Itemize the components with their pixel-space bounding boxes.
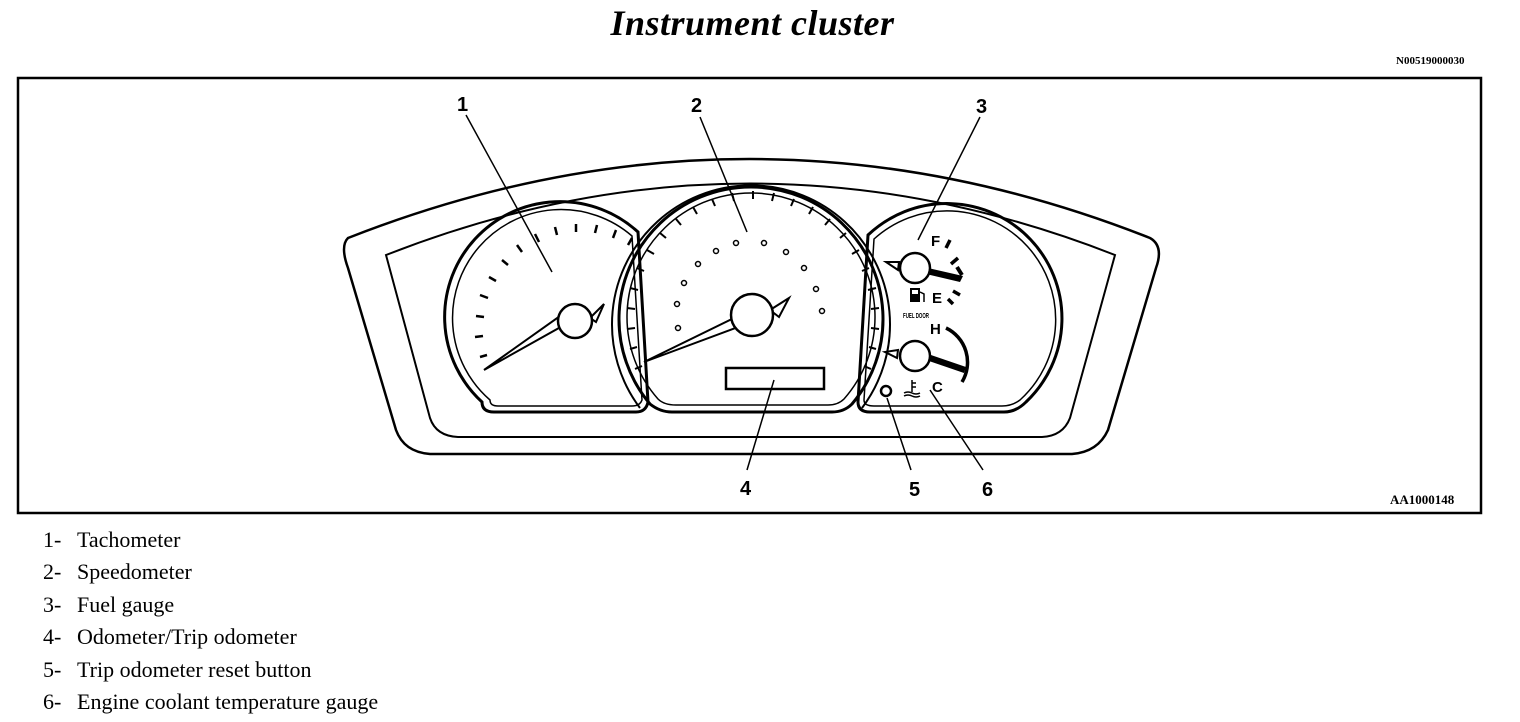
fuel-gauge-needle [926, 268, 963, 282]
tachometer [443, 200, 650, 414]
speedometer-housing-outer [617, 185, 885, 414]
document-code: N00519000030 [1396, 55, 1465, 67]
fuel-temp-gauge-panel: F E FUEL DOOR H C [856, 202, 1064, 414]
callout-3: 3 [976, 96, 987, 118]
odometer-display [724, 366, 826, 391]
legend-number: 3- [43, 591, 62, 617]
legend-item: 6- Engine coolant temperature gauge [43, 687, 378, 719]
temp-hot-label: H [930, 321, 941, 338]
fuel-empty-label: E [932, 290, 942, 307]
fuel-gauge-pointer-tail [882, 261, 901, 272]
figure-code: AA1000148 [1390, 492, 1455, 507]
legend-item: 2- Speedometer [43, 557, 378, 589]
fuel-door-label: FUEL DOOR [903, 313, 929, 320]
tachometer-housing-outer [443, 200, 650, 414]
speedometer-scale-dots [673, 239, 826, 332]
callout-leader-lines [465, 114, 984, 471]
cluster-housing-outer [342, 157, 1161, 456]
legend-label: Odometer/Trip odometer [77, 624, 297, 650]
legend-item: 5- Trip odometer reset button [43, 655, 378, 687]
callout-5: 5 [909, 479, 920, 501]
legend-label: Tachometer [77, 527, 181, 552]
speedometer-housing-inner [626, 192, 876, 406]
cluster-housing-inner [384, 182, 1117, 438]
tachometer-housing-inner [451, 208, 643, 407]
fuel-pump-icon [910, 288, 925, 302]
speedometer-needle [643, 316, 740, 363]
speedometer-pointer-tip [768, 295, 792, 319]
fuel-full-label: F [931, 233, 940, 250]
speedometer-hub [729, 292, 775, 338]
diagram-title: Instrument cluster [610, 3, 895, 43]
temp-gauge-pointer-tail [881, 348, 900, 360]
callout-1: 1 [457, 94, 468, 116]
legend-label: Engine coolant temperature gauge [77, 688, 379, 714]
trip-reset-button[interactable] [879, 384, 893, 398]
coolant-temperature-gauge: H C [881, 321, 970, 398]
temp-gauge-needle [926, 354, 966, 373]
legend-label: Fuel gauge [77, 591, 175, 617]
fuel-temp-housing-inner [863, 210, 1057, 407]
legend-item: 4- Odometer/Trip odometer [43, 622, 378, 654]
temp-gauge-arc [945, 326, 970, 383]
temp-cold-label: C [932, 379, 943, 396]
tachometer-ticks [474, 224, 634, 359]
legend-number: 1- [43, 527, 62, 552]
fuel-gauge: F E FUEL DOOR [882, 233, 964, 320]
legend-number: 2- [43, 559, 62, 585]
coolant-temperature-icon [903, 380, 921, 398]
legend-list: 1-Tachometer 2-Speedometer 3-Fuel gauge … [43, 525, 378, 719]
legend-item: 1- Tachometer [43, 525, 378, 557]
speedometer [611, 184, 891, 414]
legend-number: 6- [43, 688, 62, 714]
legend-item: 3- Fuel gauge [43, 590, 378, 622]
temp-gauge-hub [898, 339, 932, 373]
legend-label: Trip odometer reset button [77, 656, 312, 682]
legend-number: 5- [43, 656, 62, 682]
fuel-gauge-hub [898, 251, 932, 285]
fuel-gauge-ticks [944, 239, 961, 306]
figure-frame [16, 76, 1483, 515]
legend-label: Speedometer [77, 559, 192, 585]
legend-number: 4- [43, 624, 62, 650]
speedometer-outer-ring [611, 184, 891, 409]
callout-6: 6 [982, 479, 993, 501]
fuel-gauge-full-mark [955, 265, 964, 277]
callout-2: 2 [691, 95, 702, 117]
tachometer-hub [556, 302, 594, 340]
tachometer-needle [483, 314, 568, 371]
fuel-temp-housing-outer [856, 202, 1064, 414]
callout-4: 4 [740, 478, 752, 500]
